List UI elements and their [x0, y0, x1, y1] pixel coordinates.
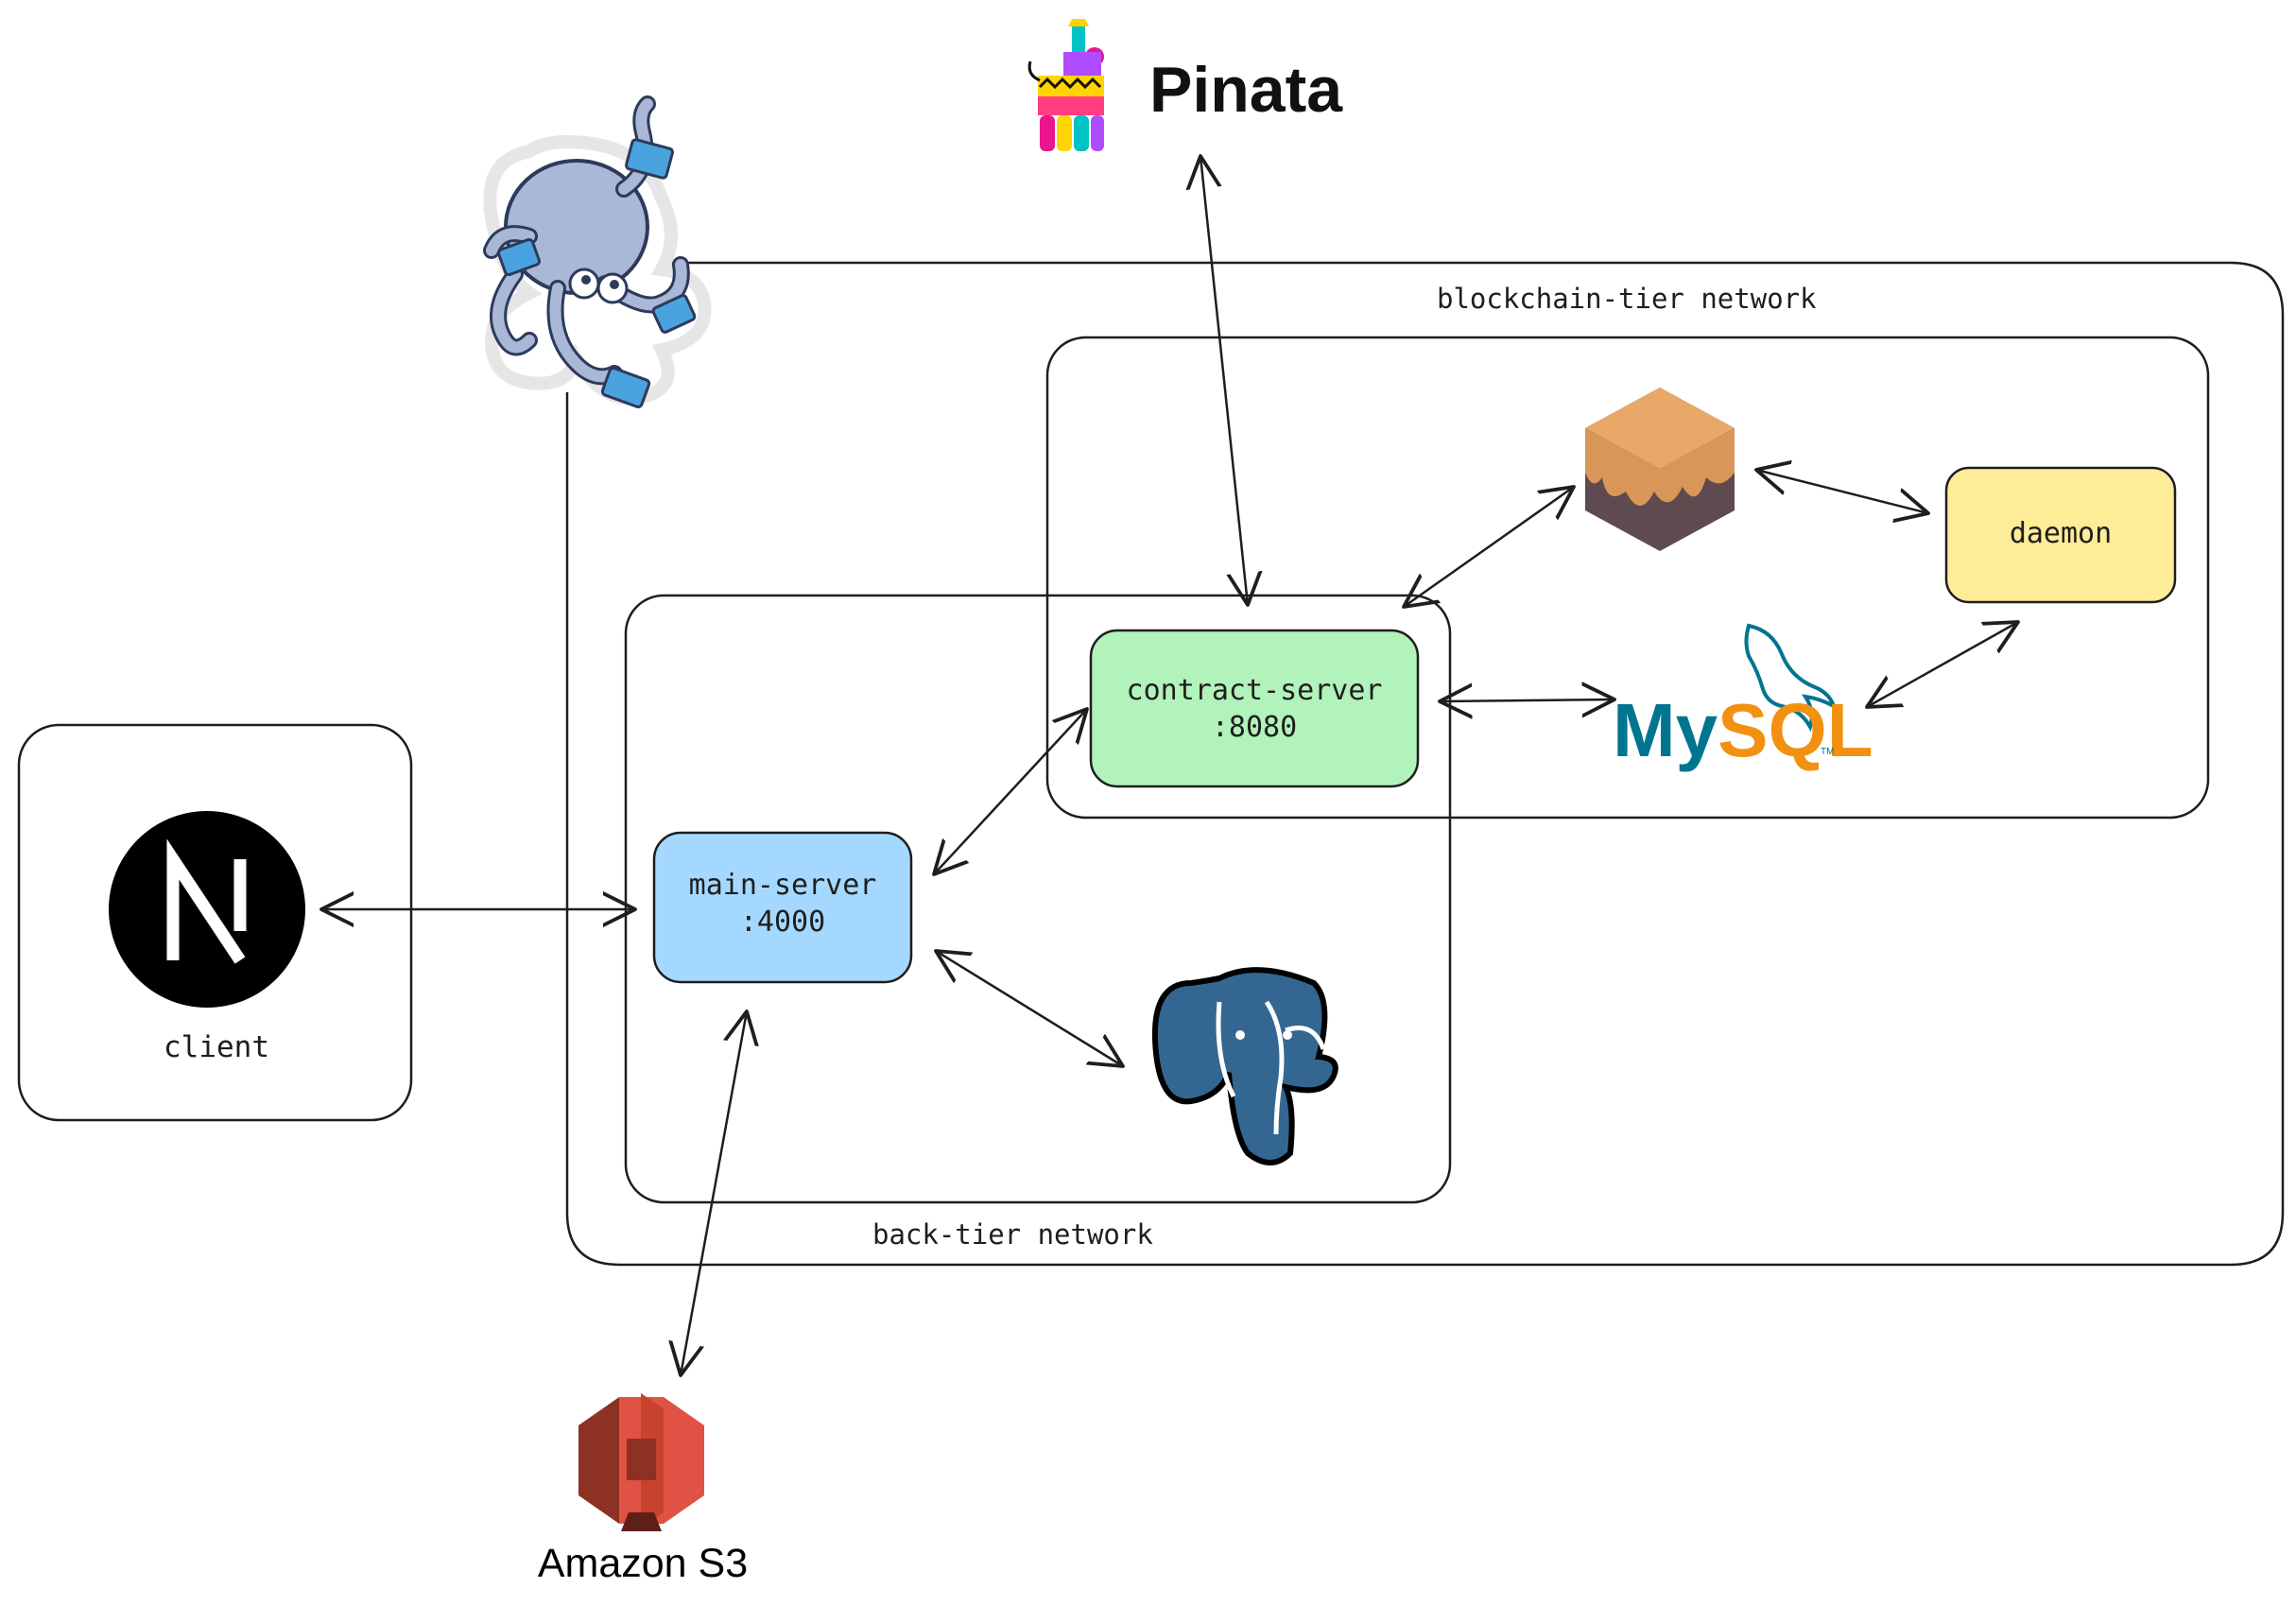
main-server-port: :4000 — [740, 906, 825, 939]
daemon-node[interactable]: daemon — [1944, 466, 2177, 604]
pinata-wordmark: Pinata — [1149, 54, 1343, 126]
back-tier-label: back-tier network — [872, 1218, 1153, 1251]
blockchain-group-box — [1045, 336, 2210, 820]
arrow-contract-server-mysql — [1440, 699, 1614, 701]
arrow-contract-server-node — [1404, 487, 1574, 607]
blockchain-node-cube-icon — [1585, 388, 1735, 551]
arrow-main-contract-server — [934, 709, 1087, 874]
contract-server-port: :8080 — [1212, 711, 1297, 744]
amazon-s3-logo: Amazon S3 — [538, 1393, 748, 1586]
contract-server-name: contract-server — [1127, 674, 1383, 707]
main-server-node[interactable]: main-server :4000 — [652, 831, 913, 984]
docker-compose-octopus-icon — [483, 95, 712, 408]
s3-label: Amazon S3 — [538, 1541, 748, 1586]
client-node[interactable]: client — [17, 723, 413, 1122]
blockchain-tier-label: blockchain-tier network — [1437, 283, 1817, 315]
outer-network-group — [565, 261, 2285, 1267]
nextjs-icon — [109, 811, 305, 1008]
client-label: client — [164, 1030, 269, 1064]
mysql-sql-text: SQL — [1718, 688, 1873, 772]
mysql-logo: MySQL TM — [1613, 623, 1873, 772]
postgresql-icon — [1151, 967, 1338, 1165]
mysql-my-text: My — [1613, 688, 1718, 772]
arrow-pinata-contract-server — [1200, 156, 1248, 605]
pinata-llama-icon — [1027, 19, 1104, 151]
arrow-mysql-daemon — [1867, 622, 2018, 707]
main-server-name: main-server — [689, 869, 877, 902]
arrow-main-server-s3 — [681, 1011, 747, 1375]
pinata-logo[interactable]: Pinata — [1027, 19, 1343, 151]
s3-bucket-icon — [578, 1393, 704, 1531]
contract-server-node[interactable]: contract-server :8080 — [1089, 629, 1420, 788]
daemon-label: daemon — [2010, 517, 2112, 550]
arrow-node-daemon — [1756, 470, 1928, 513]
connectors — [321, 156, 2018, 1375]
mysql-tm-text: TM — [1821, 747, 1834, 757]
arrow-main-server-postgres — [936, 951, 1123, 1066]
svg-text:MySQL: MySQL — [1613, 688, 1873, 772]
mysql-dolphin-icon — [1744, 623, 1838, 733]
